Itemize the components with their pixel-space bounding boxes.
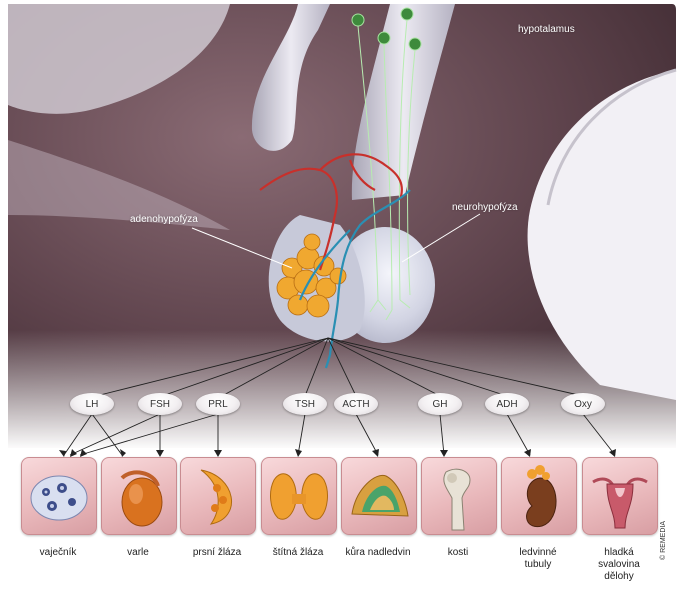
uterus-icon (582, 457, 658, 535)
label-neurohypophysis: neurohypofýza (452, 202, 518, 213)
mammary-gland-icon (180, 457, 256, 535)
kidney-icon (501, 457, 577, 535)
hormone-adh: ADH (485, 393, 529, 415)
hormone-prl: PRL (196, 393, 240, 415)
bone-icon (421, 457, 497, 535)
caption-mammary-gland: prsní žláza (192, 547, 242, 558)
caption-bone: kosti (447, 547, 469, 558)
ovary-icon (21, 457, 97, 535)
hormone-gh: GH (418, 393, 462, 415)
hormone-acth: ACTH (334, 393, 378, 415)
label-hypothalamus: hypotalamus (518, 24, 575, 35)
hormone-fsh: FSH (138, 393, 182, 415)
adrenal-cortex-icon (341, 457, 417, 535)
caption-adrenal-cortex: kůra nadledvin (345, 547, 411, 558)
hormone-oxy: Oxy (561, 393, 605, 415)
caption-ovary: vaječník (39, 547, 77, 558)
testis-icon (101, 457, 177, 535)
caption-thyroid: štítná žláza (272, 547, 324, 558)
credit: © REMEDIA (660, 521, 667, 560)
label-adenohypophysis: adenohypofýza (130, 214, 198, 225)
caption-uterus-muscle: hladká svalovina dělohy (598, 547, 640, 582)
thyroid-icon (261, 457, 337, 535)
hormone-tsh: TSH (283, 393, 327, 415)
hormone-lh: LH (70, 393, 114, 415)
caption-testis: varle (127, 547, 149, 558)
caption-kidney-tubules: ledvinné tubuly (519, 547, 557, 570)
